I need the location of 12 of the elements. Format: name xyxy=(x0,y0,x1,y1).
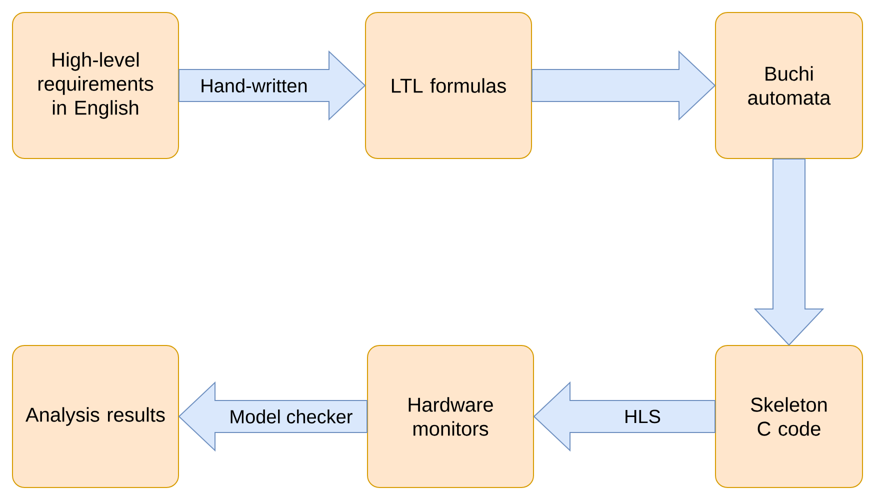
process-box: Buchi automata xyxy=(715,12,863,159)
process-box: High-level requirements in English xyxy=(12,12,179,159)
edge-label: HLS xyxy=(623,408,662,424)
process-box: Hardware monitors xyxy=(367,345,534,488)
process-box: LTL formulas xyxy=(365,12,532,159)
process-box: Skeleton C code xyxy=(715,345,863,488)
process-box: Analysis results xyxy=(12,345,179,488)
block-arrow xyxy=(532,50,716,121)
block-arrow xyxy=(533,381,716,452)
edge-label: Hand-written xyxy=(199,78,309,94)
block-arrow xyxy=(754,158,824,346)
edge-label: Model checker xyxy=(228,408,354,424)
